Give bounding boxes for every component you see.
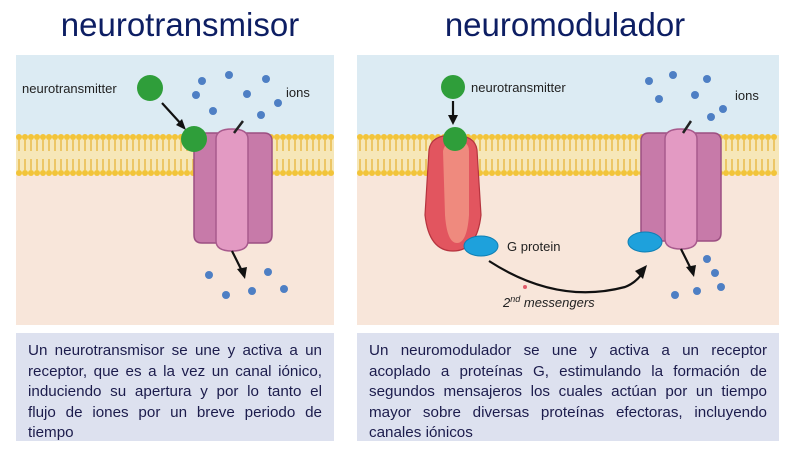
ions-intracellular [205, 268, 288, 299]
g-protein-coupled-receptor [424, 134, 482, 252]
title-neuromodulator: neuromodulador [444, 6, 686, 43]
title-neurotransmitter: neurotransmisor [60, 6, 300, 43]
caption-neurotransmitter: Un neurotransmisor se une y activa a un … [16, 333, 334, 441]
messengers-arrow [488, 260, 642, 294]
effector-ion-channel [640, 120, 722, 250]
neurotransmitter-diagram: neurotransmitter ions [16, 55, 334, 325]
binding-arrow [161, 102, 183, 126]
label-neurotransmitter: neurotransmitter [22, 81, 117, 96]
label-neurotransmitter: neurotransmitter [471, 80, 566, 95]
neuromodulator-diagram: G protein 2nd messengers neurotransmitte… [357, 55, 779, 325]
label-ions: ions [735, 88, 759, 103]
intracellular-space [16, 155, 334, 325]
ligand-free [441, 75, 465, 99]
caption-neuromodulator: Un neuromodulador se une y activa a un r… [357, 333, 779, 441]
ion-channel [193, 120, 273, 252]
g-protein-effector [627, 231, 663, 253]
ions-intracellular [671, 255, 725, 299]
label-ions: ions [286, 85, 310, 100]
membrane [16, 134, 334, 176]
ions-extracellular [192, 71, 282, 119]
g-protein-active [463, 235, 499, 257]
label-second-messengers: 2nd messengers [502, 294, 595, 310]
ligand-bound [181, 126, 207, 152]
label-g-protein: G protein [507, 239, 560, 254]
ligand-bound [443, 127, 467, 151]
ligand-free [137, 75, 163, 101]
ions-extracellular [645, 71, 727, 121]
